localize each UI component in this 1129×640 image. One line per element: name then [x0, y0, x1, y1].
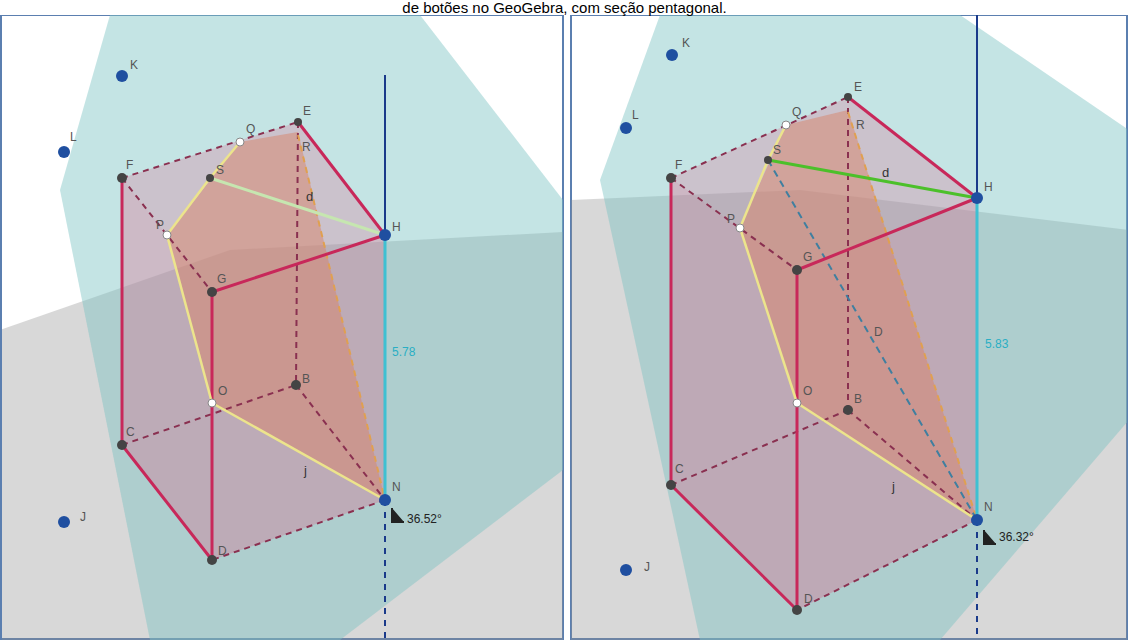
- point-label: D: [218, 544, 227, 558]
- point-label: F: [675, 158, 682, 172]
- point-label: G: [217, 272, 226, 286]
- point-label: E: [303, 104, 311, 118]
- point-label: P: [727, 212, 735, 226]
- point-label: C: [675, 462, 684, 476]
- point-label: Q: [246, 122, 255, 136]
- point-label: G: [803, 250, 812, 264]
- measurement-label: 5.83: [985, 337, 1008, 351]
- caption: de botões no GeoGebra, com seção pentago…: [0, 0, 1129, 15]
- point-label: J: [80, 510, 86, 524]
- point-label: S: [773, 143, 781, 157]
- point-label: R: [856, 118, 865, 132]
- point-label: B: [854, 392, 862, 406]
- point-label: F: [126, 158, 133, 172]
- point-label: S: [216, 163, 224, 177]
- angle-label: 36.32°: [999, 530, 1034, 544]
- point-label: D: [804, 592, 813, 606]
- segment-label: j: [304, 464, 307, 478]
- point-label: B: [302, 372, 310, 386]
- measurement-label: 5.78: [392, 345, 415, 359]
- point-label: Q: [792, 105, 801, 119]
- point-label: J: [644, 560, 650, 574]
- segment-label: j: [892, 480, 895, 494]
- point-label: K: [130, 58, 138, 72]
- point-label: R: [302, 140, 311, 154]
- point-label: N: [984, 500, 993, 514]
- segment-label: d: [306, 190, 313, 204]
- point-label: K: [682, 36, 690, 50]
- point-label: N: [392, 480, 401, 494]
- segment-label: d: [882, 166, 889, 180]
- point-label: L: [632, 108, 639, 122]
- point-label: D: [874, 325, 883, 339]
- point-label: O: [803, 384, 812, 398]
- point-label: C: [126, 425, 135, 439]
- point-label: O: [218, 384, 227, 398]
- point-label: E: [854, 80, 862, 94]
- point-label: L: [70, 130, 77, 144]
- angle-label: 36.52°: [407, 512, 442, 526]
- point-label: P: [156, 218, 164, 232]
- point-label: H: [392, 220, 401, 234]
- point-label: H: [984, 180, 993, 194]
